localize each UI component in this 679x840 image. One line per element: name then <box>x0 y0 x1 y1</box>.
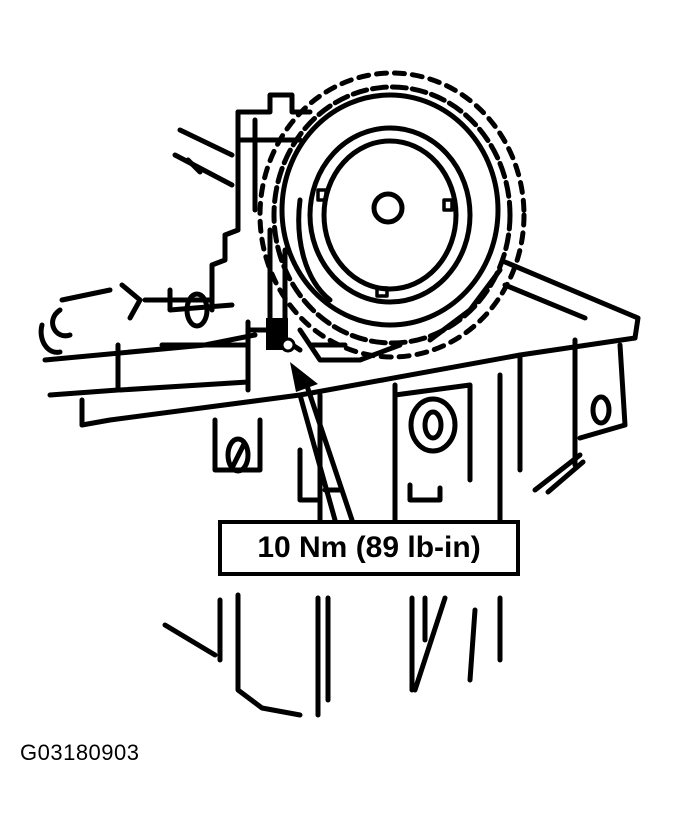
bolt-boss-1 <box>184 291 210 329</box>
torque-callout: 10 Nm (89 lb-in) <box>218 520 520 576</box>
bolt-boss-3 <box>408 396 458 454</box>
bolt-boss-4 <box>590 394 612 426</box>
lower-block-lines <box>162 592 503 718</box>
lower-engine-block <box>212 337 628 523</box>
leader-arrow <box>290 362 355 523</box>
cylinder-head-outline <box>172 92 313 313</box>
torque-label: 10 Nm (89 lb-in) <box>257 531 481 564</box>
bolt-boss-2 <box>225 436 251 474</box>
left-edge-details <box>38 282 213 355</box>
engine-block-deck <box>42 259 641 428</box>
timing-chain <box>257 70 527 363</box>
figure-id: G03180903 <box>20 740 140 765</box>
camshaft-sprocket <box>279 92 501 328</box>
guide-bolt <box>266 318 296 353</box>
